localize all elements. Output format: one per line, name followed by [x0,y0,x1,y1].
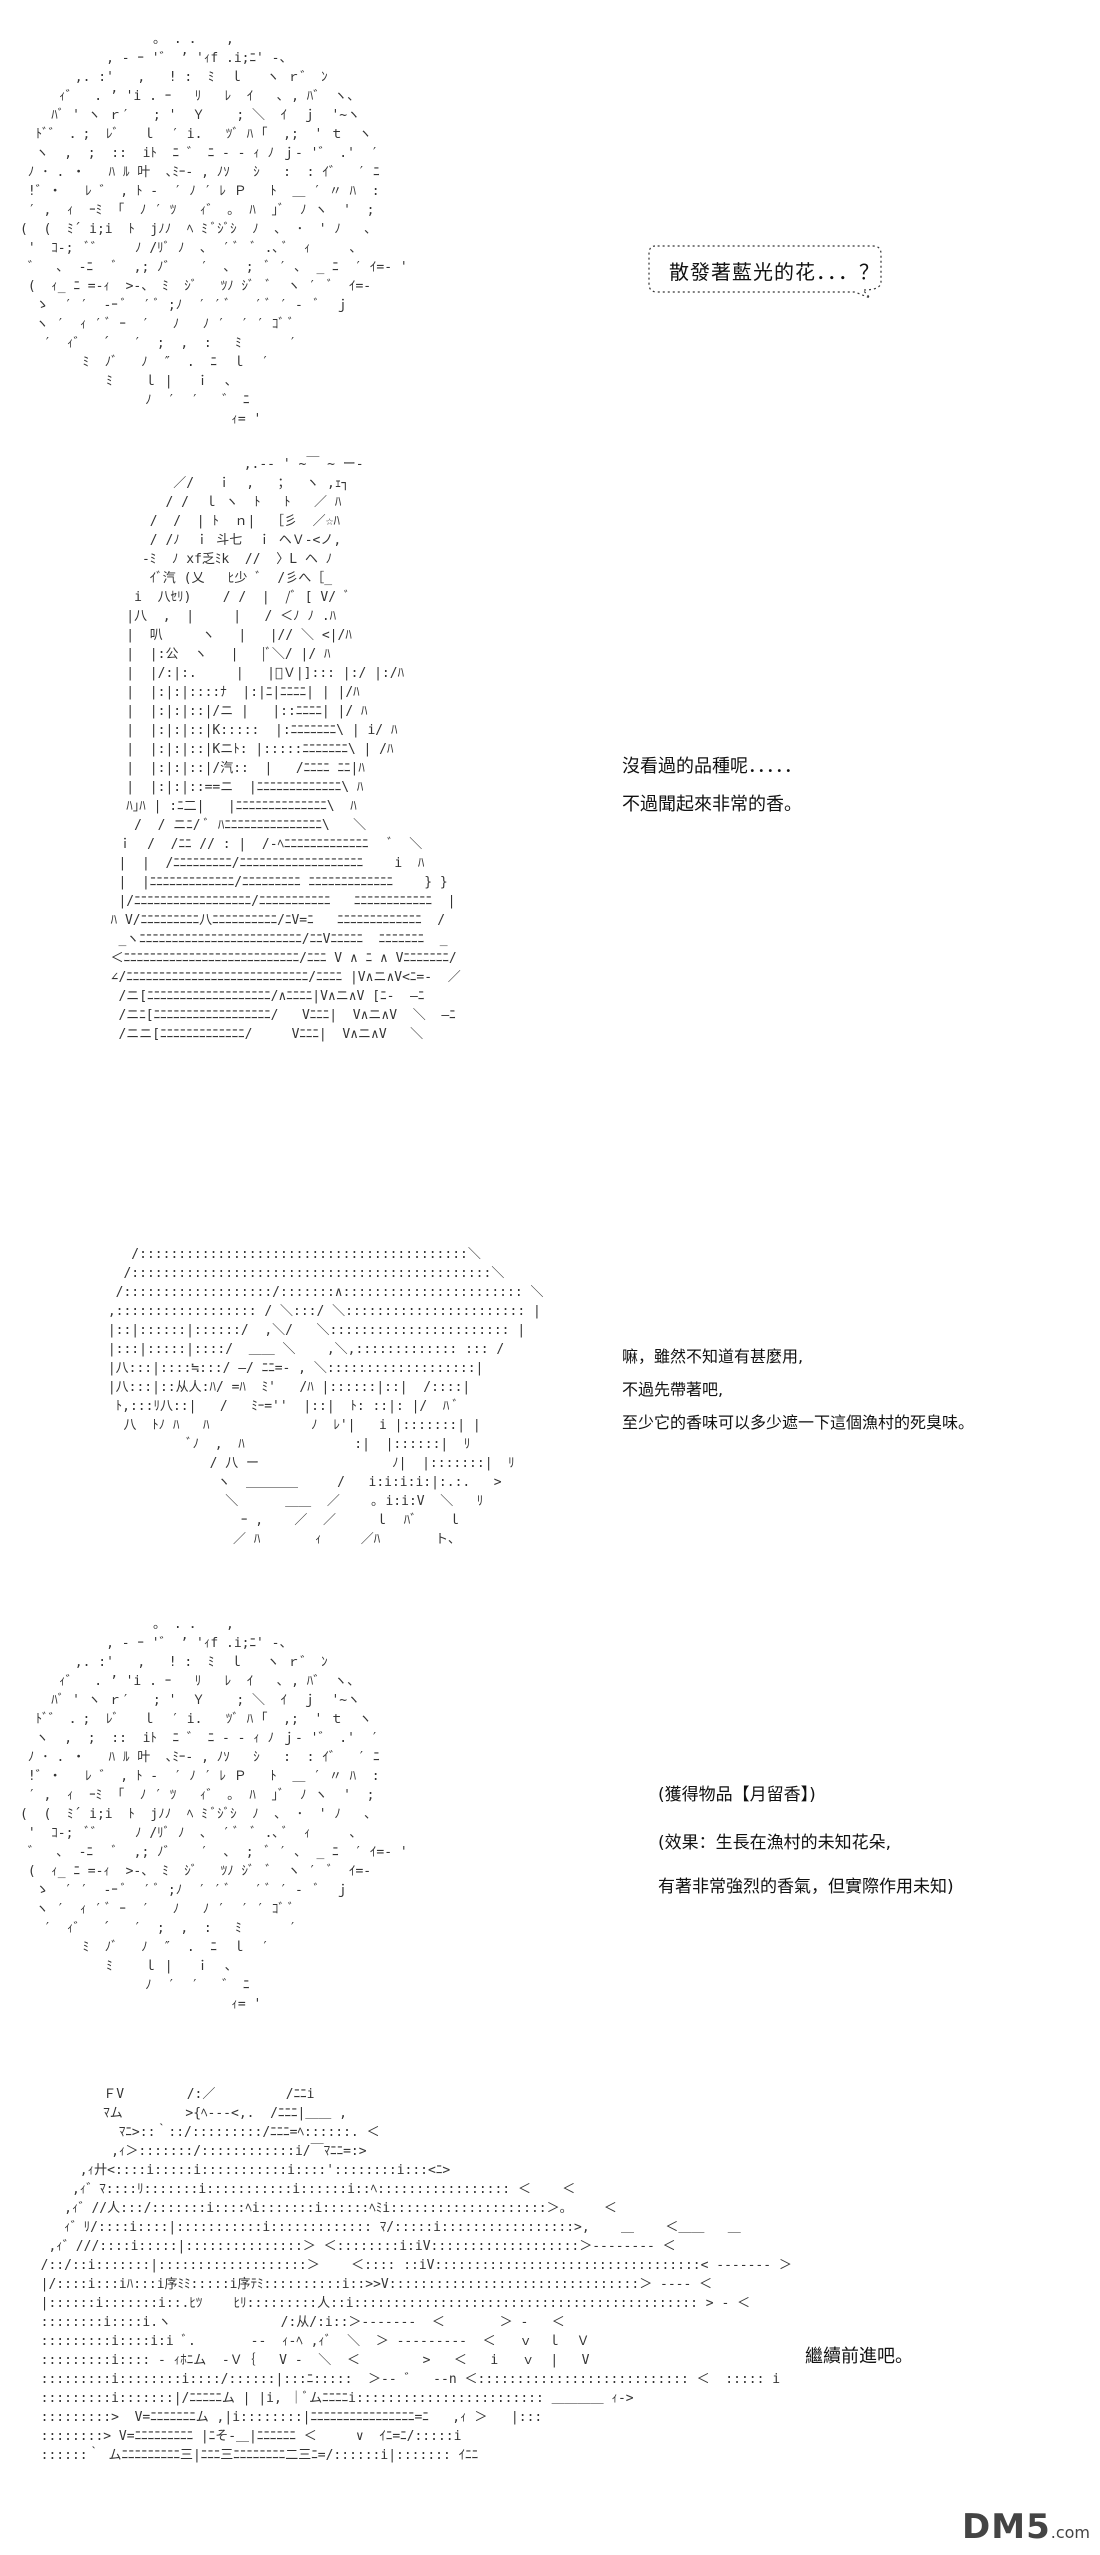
dialogue-line: 嘛，雖然不知道有甚麼用, [622,1347,804,1366]
dialogue-line: 有著非常強烈的香氣，但實際作用未知) [658,1877,954,1897]
flower-ascii-art: 。 . ． , , - ｰ '゛ ’ 'ｨf .i;ﾆ' -、 ,. :' , … [20,32,408,427]
bubble-text: 散發著藍光的花．．．？ [669,260,880,284]
dialogue-line: 不過先帶著吧, [622,1380,724,1399]
girl-ascii-art: ,.-‐ ' ~￣ ~ ー- ／/ ｉ , ； ヽ ,ｪ┐ / / ｌ ヽ ﾄ … [110,457,461,1042]
character-ascii-art: /:::::::::::::::::::::::::::::::::::::::… [107,1247,544,1547]
dialogue-line: 沒看過的品種呢．．．．． [622,756,802,777]
speech-bubble-outline [648,245,882,298]
logo-domain: .com [1050,2523,1090,2542]
logo-text: DM5 [962,2507,1051,2547]
site-logo: DM5.com [962,2507,1090,2547]
speech-bubble: 散發著藍光的花．．．？ [645,240,890,298]
dialogue-line: 繼續前進吧。 [805,2346,913,2367]
backview-ascii-art: ＦV /:／ /ﾆﾆi ﾏム >{ﾍ‐‐‐<,. /ﾆﾆﾆ|＿＿ , ﾏﾆ>::… [40,2087,792,2463]
dialogue-line: (獲得物品【月留香】) [658,1785,816,1805]
dialogue-line: (效果：生長在漁村的未知花朵, [658,1833,892,1853]
dialogue-line: 至少它的香味可以多少遮一下這個漁村的死臭味。 [622,1413,975,1432]
flower-ascii-art: 。 . ． , , - ｰ '゛ ’ 'ｨf .i;ﾆ' -、 ,. :' , … [20,1617,408,2012]
dialogue-line: 不過聞起來非常的香。 [622,794,802,815]
